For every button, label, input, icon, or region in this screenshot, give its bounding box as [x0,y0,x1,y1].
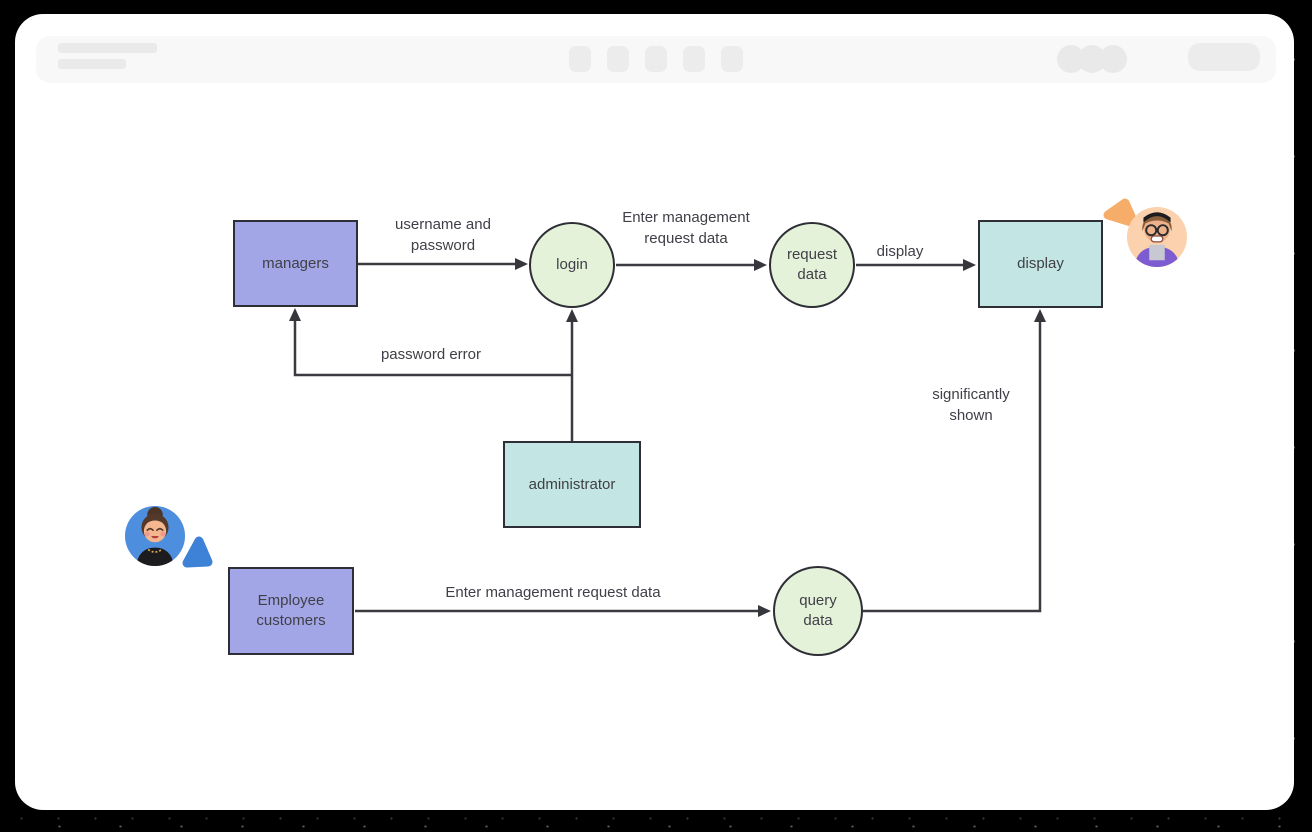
node-login[interactable]: login [529,222,615,308]
browser-toolbar [36,36,1276,83]
node-managers-label: managers [262,254,329,272]
node-employee-customers-label: Employee customers [256,592,326,629]
toolbar-title-placeholder [58,43,157,53]
toolbar-tool-button-4[interactable] [683,46,705,72]
toolbar-share-button-placeholder[interactable] [1188,43,1260,71]
node-query-data-label: query data [799,592,837,629]
edge-label-display[interactable]: display [876,243,924,260]
collaborator-cursor-orange-icon [1103,198,1139,228]
edge-label-password-error[interactable]: password error [380,346,482,363]
toolbar-tool-group [569,46,743,72]
toolbar-avatar-stack [1057,45,1127,73]
toolbar-tool-button-1[interactable] [569,46,591,72]
toolbar-tool-button-5[interactable] [721,46,743,72]
toolbar-tool-button-3[interactable] [645,46,667,72]
node-query-data[interactable]: query data [773,566,863,656]
toolbar-tool-button-2[interactable] [607,46,629,72]
toolbar-subtitle-placeholder [58,59,126,69]
node-display-label: display [1017,255,1064,272]
edge-label-enter-management-top[interactable]: Enter management request data [622,209,750,247]
collaborator-cursor-blue-icon [182,536,213,568]
node-login-label: login [556,256,588,273]
collaborator-avatar-glasses [1126,206,1188,268]
edge-label-enter-management-bottom[interactable]: Enter management request data [445,584,661,601]
collaborator-avatar-bun [124,505,186,567]
node-administrator-label: administrator [528,475,616,493]
node-request-data[interactable]: request data [769,222,855,308]
node-managers[interactable]: managers [233,220,358,307]
node-display[interactable]: display [978,220,1103,308]
window-frame [15,14,1294,810]
edge-label-username-password[interactable]: username and password [395,216,491,254]
node-request-data-label: request data [786,246,838,283]
toolbar-avatar-placeholder-3 [1099,45,1127,73]
edge-label-significantly-shown[interactable]: significantly shown [932,386,1010,424]
node-employee-customers[interactable]: Employee customers [228,567,354,655]
node-administrator[interactable]: administrator [503,441,641,528]
